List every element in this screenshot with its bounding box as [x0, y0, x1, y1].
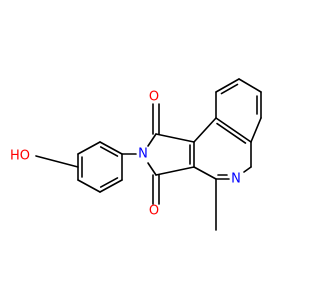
bond-c3a-c4	[193, 166, 217, 180]
bond-c1-c9b	[155, 133, 195, 143]
bond-c1-n	[147, 133, 157, 147]
double-bond-inner	[99, 177, 119, 188]
hydroxyl-group: HO	[10, 149, 30, 164]
bond	[99, 141, 123, 155]
bond-c9a-c9b	[193, 117, 217, 143]
bond	[99, 179, 123, 193]
double-bond-inner	[99, 146, 119, 157]
double-bond-inner	[220, 83, 239, 95]
carbonyl-oxygen-top: O	[149, 90, 159, 105]
bond-n-c3	[147, 162, 157, 176]
quinoline-nitrogen: N	[231, 172, 241, 187]
bond-c8-c7	[238, 78, 262, 93]
bond-phenyl-oh	[35, 155, 79, 168]
molecule-structure: O O N N HO	[10, 78, 262, 231]
bond	[77, 141, 101, 155]
bond-c5a-c9a	[215, 117, 252, 143]
carbonyl-oxygen-bottom: O	[149, 204, 159, 219]
bond-lines	[35, 78, 262, 231]
bond-c3-c3a	[155, 166, 195, 176]
bond-c9-c8	[215, 78, 240, 93]
double-bond-inner	[216, 122, 247, 144]
imide-nitrogen: N	[138, 147, 148, 162]
bond-c6-c5a	[250, 117, 262, 143]
bond	[77, 179, 101, 193]
bond-n-c5a	[243, 166, 252, 173]
